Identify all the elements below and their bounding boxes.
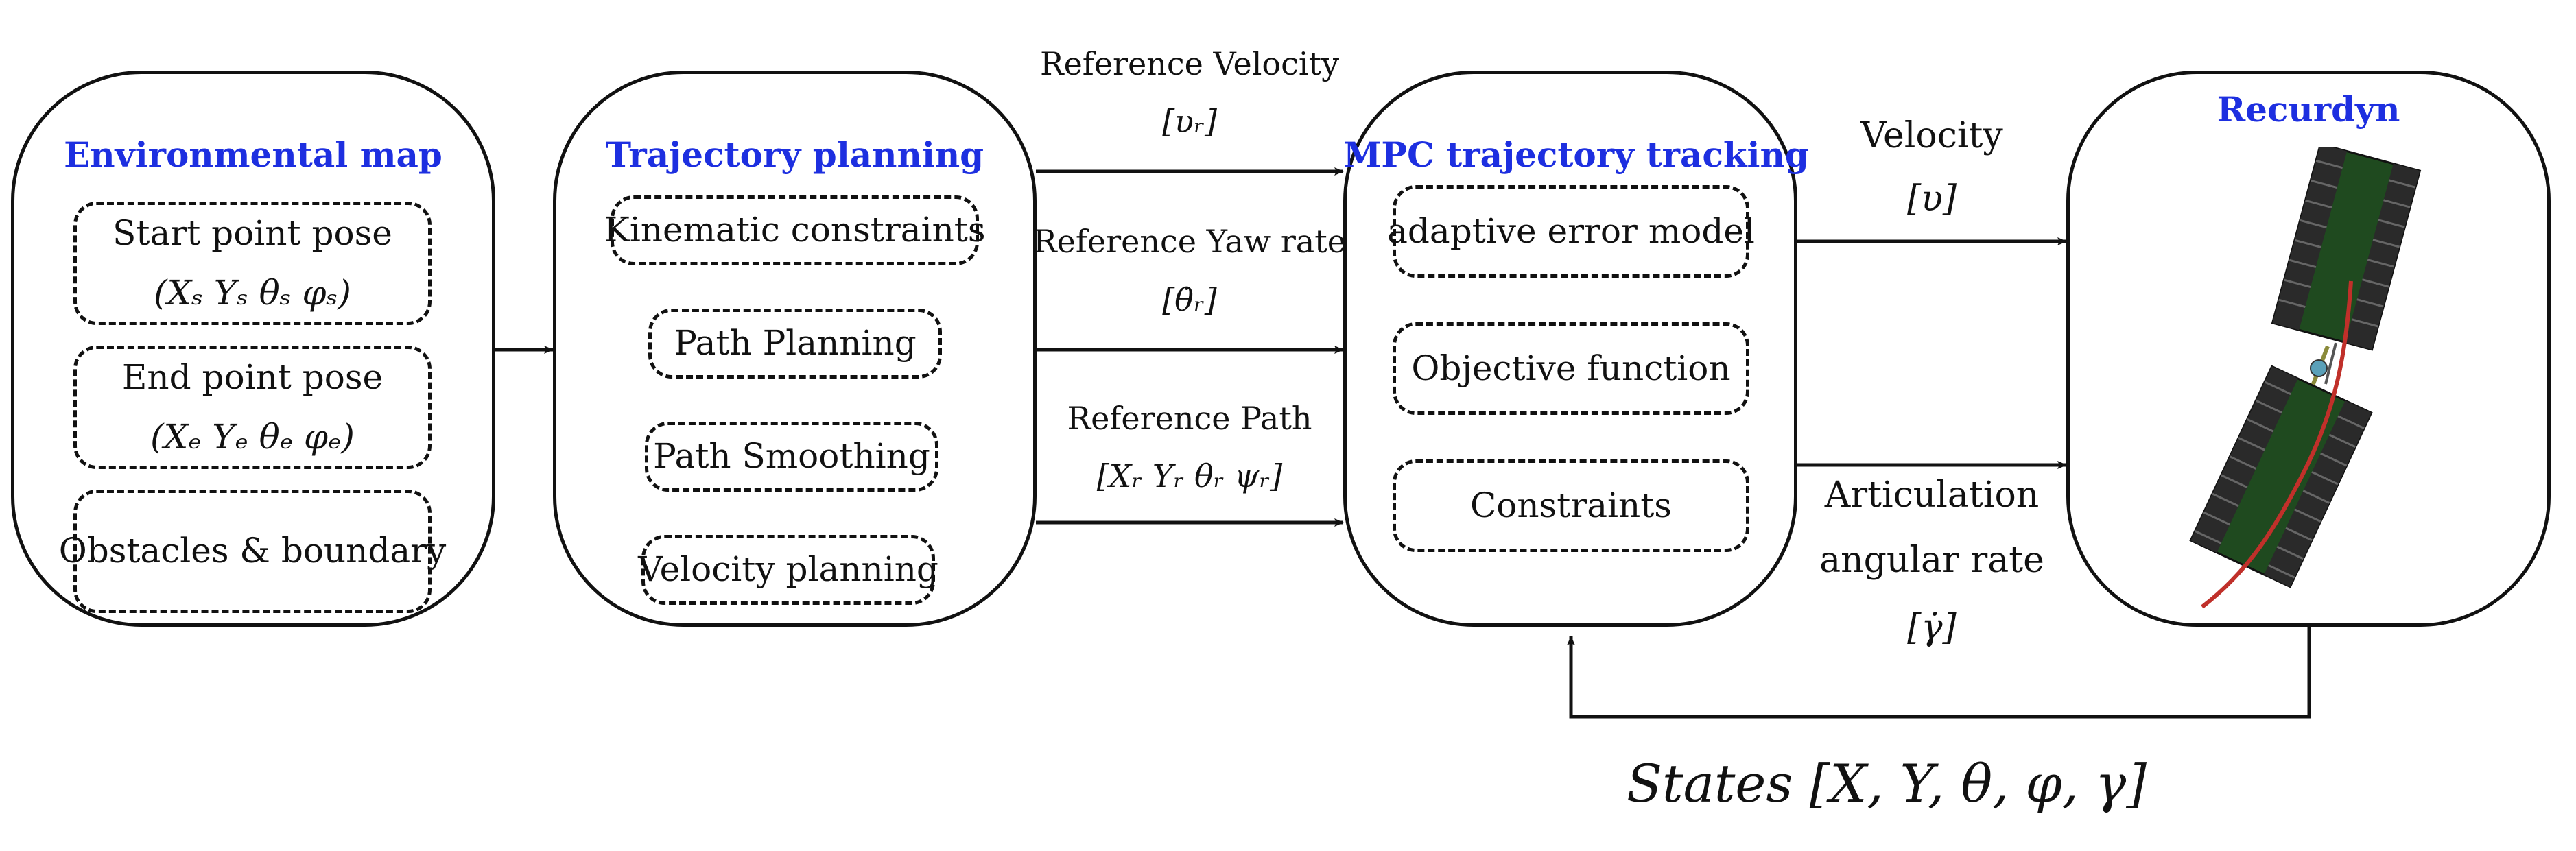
trajectory-planning-title: Trajectory planning: [605, 134, 984, 175]
reference-yaw-rate-label: Reference Yaw rate: [1033, 223, 1346, 260]
obstacles-boundary-box: Obstacles & boundary: [59, 490, 446, 613]
trajectory-planning-panel: [553, 71, 1037, 627]
velocity-planning-box: Velocity planning: [638, 535, 938, 605]
path-smoothing-label: Path Smoothing: [653, 436, 930, 477]
articulation-joint: [2310, 342, 2337, 389]
mpc-trajectory-tracking-title: MPC trajectory tracking: [1343, 134, 1809, 175]
environmental-map-title: Environmental map: [64, 134, 442, 175]
path-smoothing-box: Path Smoothing: [645, 422, 938, 492]
path-planning-label: Path Planning: [674, 323, 917, 363]
obstacles-boundary-label: Obstacles & boundary: [58, 531, 447, 571]
end-point-pose-math: (Xₑ Yₑ θₑ φₑ): [150, 417, 355, 457]
adaptive-error-model-box: adaptive error model: [1387, 185, 1755, 278]
rear-vehicle-unit: [2189, 365, 2373, 588]
reference-path-label: Reference Path: [1067, 400, 1312, 437]
velocity-math: [υ]: [1906, 178, 1957, 219]
reference-yaw-rate-math: [θ̇ᵣ]: [1162, 281, 1217, 318]
constraints-label: Constraints: [1470, 485, 1672, 525]
kinematic-constraints-label: Kinematic constraints: [604, 210, 986, 250]
objective-function-box: Objective function: [1393, 322, 1749, 415]
angular-rate-label: angular rate: [1819, 540, 2044, 581]
articulation-label: Articulation: [1824, 475, 2040, 516]
recurdyn-title: Recurdyn: [2217, 89, 2400, 130]
states-feedback-label: States [X, Y, θ, φ, γ]: [1626, 753, 2147, 814]
articulation-rate-math: [γ̇]: [1907, 607, 1957, 648]
end-point-pose-box: End point pose (Xₑ Yₑ θₑ φₑ): [73, 346, 432, 469]
start-point-pose-math: (Xₛ Yₛ θₛ φₛ): [154, 273, 351, 313]
start-point-pose-box: Start point pose (Xₛ Yₛ θₛ φₛ): [73, 202, 432, 325]
velocity-planning-label: Velocity planning: [638, 549, 938, 590]
reference-path-math: [Xᵣ Yᵣ θᵣ ψᵣ]: [1096, 457, 1283, 494]
objective-function-label: Objective function: [1411, 348, 1731, 388]
front-vehicle-unit: [2271, 147, 2422, 351]
articulated-tracked-vehicle-image: [2189, 147, 2422, 609]
reference-velocity-math: [υᵣ]: [1162, 103, 1217, 140]
kinematic-constraints-box: Kinematic constraints: [604, 195, 986, 265]
constraints-box: Constraints: [1393, 459, 1749, 552]
velocity-label: Velocity: [1860, 115, 2003, 156]
vehicle-path-curve: [2201, 280, 2353, 609]
state-feedback-arrow: [1567, 627, 2311, 719]
reference-velocity-label: Reference Velocity: [1039, 45, 1340, 82]
path-planning-box: Path Planning: [648, 309, 942, 379]
end-point-pose-label: End point pose: [121, 357, 383, 397]
adaptive-error-model-label: adaptive error model: [1387, 211, 1755, 251]
mpc-trajectory-tracking-panel: [1343, 71, 1797, 627]
start-point-pose-label: Start point pose: [113, 213, 392, 253]
